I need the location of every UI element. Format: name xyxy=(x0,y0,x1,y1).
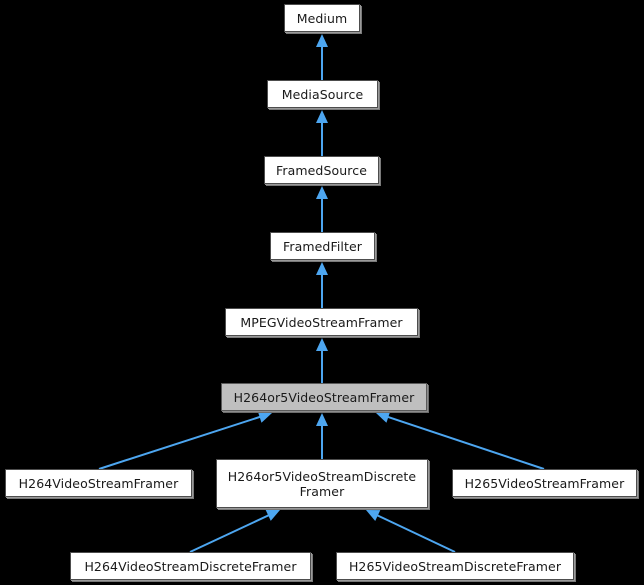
inheritance-arrow xyxy=(189,510,280,553)
class-node-h264vsdf[interactable]: H264VideoStreamDiscreteFramer xyxy=(70,552,311,580)
class-node-label: H264or5VideoStreamFramer xyxy=(233,389,415,405)
class-node-label: FramedSource xyxy=(275,162,367,178)
class-node-medium[interactable]: Medium xyxy=(284,4,360,32)
inheritance-arrow xyxy=(316,413,328,459)
inheritance-arrow xyxy=(316,34,328,80)
class-node-label: FramedFilter xyxy=(282,238,363,254)
inheritance-arrow xyxy=(316,110,328,156)
class-node-mediasource[interactable]: MediaSource xyxy=(267,80,378,108)
class-node-h265vsdf[interactable]: H265VideoStreamDiscreteFramer xyxy=(336,552,574,580)
class-node-label: H265VideoStreamDiscreteFramer xyxy=(348,558,562,574)
class-node-label: H264VideoStreamDiscreteFramer xyxy=(84,558,297,574)
inheritance-arrow xyxy=(316,186,328,232)
class-node-label: Medium xyxy=(296,10,348,26)
class-node-framedsource[interactable]: FramedSource xyxy=(264,156,379,184)
inheritance-arrow xyxy=(366,510,456,553)
class-node-label: H265VideoStreamFramer xyxy=(464,475,625,491)
class-node-label: MPEGVideoStreamFramer xyxy=(240,314,403,330)
class-node-label: H264or5VideoStreamDiscrete Framer xyxy=(227,468,417,499)
inheritance-arrow xyxy=(316,338,328,383)
class-node-h264vsf[interactable]: H264VideoStreamFramer xyxy=(5,469,192,497)
class-node-label: MediaSource xyxy=(281,86,364,102)
class-node-h264or5vsf[interactable]: H264or5VideoStreamFramer xyxy=(221,383,427,411)
inheritance-arrow xyxy=(316,262,328,308)
class-node-framedfilter[interactable]: FramedFilter xyxy=(270,232,375,260)
class-node-h264or5vsdf[interactable]: H264or5VideoStreamDiscrete Framer xyxy=(216,459,428,508)
class-node-mpegvsf[interactable]: MPEGVideoStreamFramer xyxy=(225,308,418,336)
class-node-label: H264VideoStreamFramer xyxy=(18,475,179,491)
class-node-h265vsf[interactable]: H265VideoStreamFramer xyxy=(452,469,637,497)
